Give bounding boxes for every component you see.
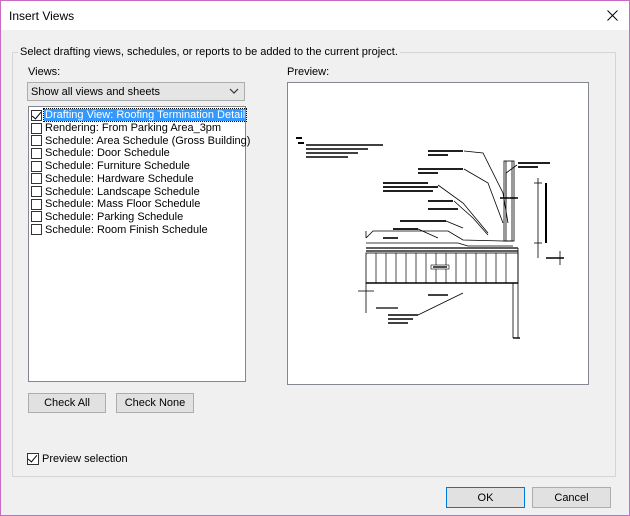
dialog-title: Insert Views [9,9,75,23]
views-filter-dropdown[interactable]: Show all views and sheets [27,82,245,101]
drafting-detail-preview [296,137,564,339]
list-item[interactable]: Schedule: Mass Floor Schedule [31,198,243,211]
group-legend: Select drafting views, schedules, or rep… [18,46,400,58]
list-item-label: Rendering: From Parking Area_3pm [45,122,222,135]
list-item-label: Schedule: Area Schedule (Gross Building) [45,134,251,147]
list-item-label: Schedule: Landscape Schedule [45,185,200,198]
item-checkbox[interactable] [31,173,42,185]
item-checkbox[interactable] [31,224,42,236]
list-item-label: Schedule: Furniture Schedule [45,160,190,173]
list-item[interactable]: Schedule: Area Schedule (Gross Building) [31,134,250,147]
list-item[interactable]: Schedule: Landscape Schedule [31,185,243,198]
chevron-down-icon [229,88,239,94]
item-checkbox[interactable] [31,109,42,121]
list-item[interactable]: Schedule: Room Finish Schedule [31,223,243,236]
item-checkbox[interactable] [31,211,42,223]
check-all-button[interactable]: Check All [28,393,106,413]
preview-label: Preview: [287,66,330,78]
list-item[interactable]: Rendering: From Parking Area_3pm [31,122,243,135]
title-bar[interactable]: Insert Views [1,1,629,30]
item-checkbox[interactable] [31,198,42,210]
preview-selection-label: Preview selection [42,453,128,465]
preview-selection-checkbox[interactable]: Preview selection [27,453,128,465]
list-item[interactable]: Schedule: Door Schedule [31,147,243,160]
item-checkbox[interactable] [31,147,42,159]
list-item[interactable]: Schedule: Hardware Schedule [31,173,243,186]
views-listbox[interactable]: Drafting View: Roofing Termination Detai… [28,106,250,382]
list-item[interactable]: Schedule: Furniture Schedule [31,160,243,173]
ok-button[interactable]: OK [446,487,525,508]
list-item[interactable]: Schedule: Parking Schedule [31,211,243,224]
preview-pane [287,82,589,385]
views-label: Views: [28,66,61,78]
preview-selection-box[interactable] [27,453,39,465]
check-none-button[interactable]: Check None [116,393,194,413]
item-checkbox[interactable] [31,135,42,147]
item-checkbox[interactable] [31,160,42,172]
views-filter-value: Show all views and sheets [31,86,161,98]
cancel-button[interactable]: Cancel [532,487,611,508]
list-item-label: Schedule: Hardware Schedule [45,172,194,185]
list-item-label: Schedule: Parking Schedule [45,210,184,223]
item-checkbox[interactable] [31,186,42,198]
list-item-label: Schedule: Room Finish Schedule [45,223,208,236]
list-item-label: Schedule: Mass Floor Schedule [45,198,201,211]
list-item-label: Drafting View: Roofing Termination Detai… [42,108,248,123]
close-icon [606,10,618,21]
list-item[interactable]: Drafting View: Roofing Termination Detai… [31,108,248,123]
close-button[interactable] [595,1,629,30]
list-item-label: Schedule: Door Schedule [45,147,170,160]
item-checkbox[interactable] [31,122,42,134]
